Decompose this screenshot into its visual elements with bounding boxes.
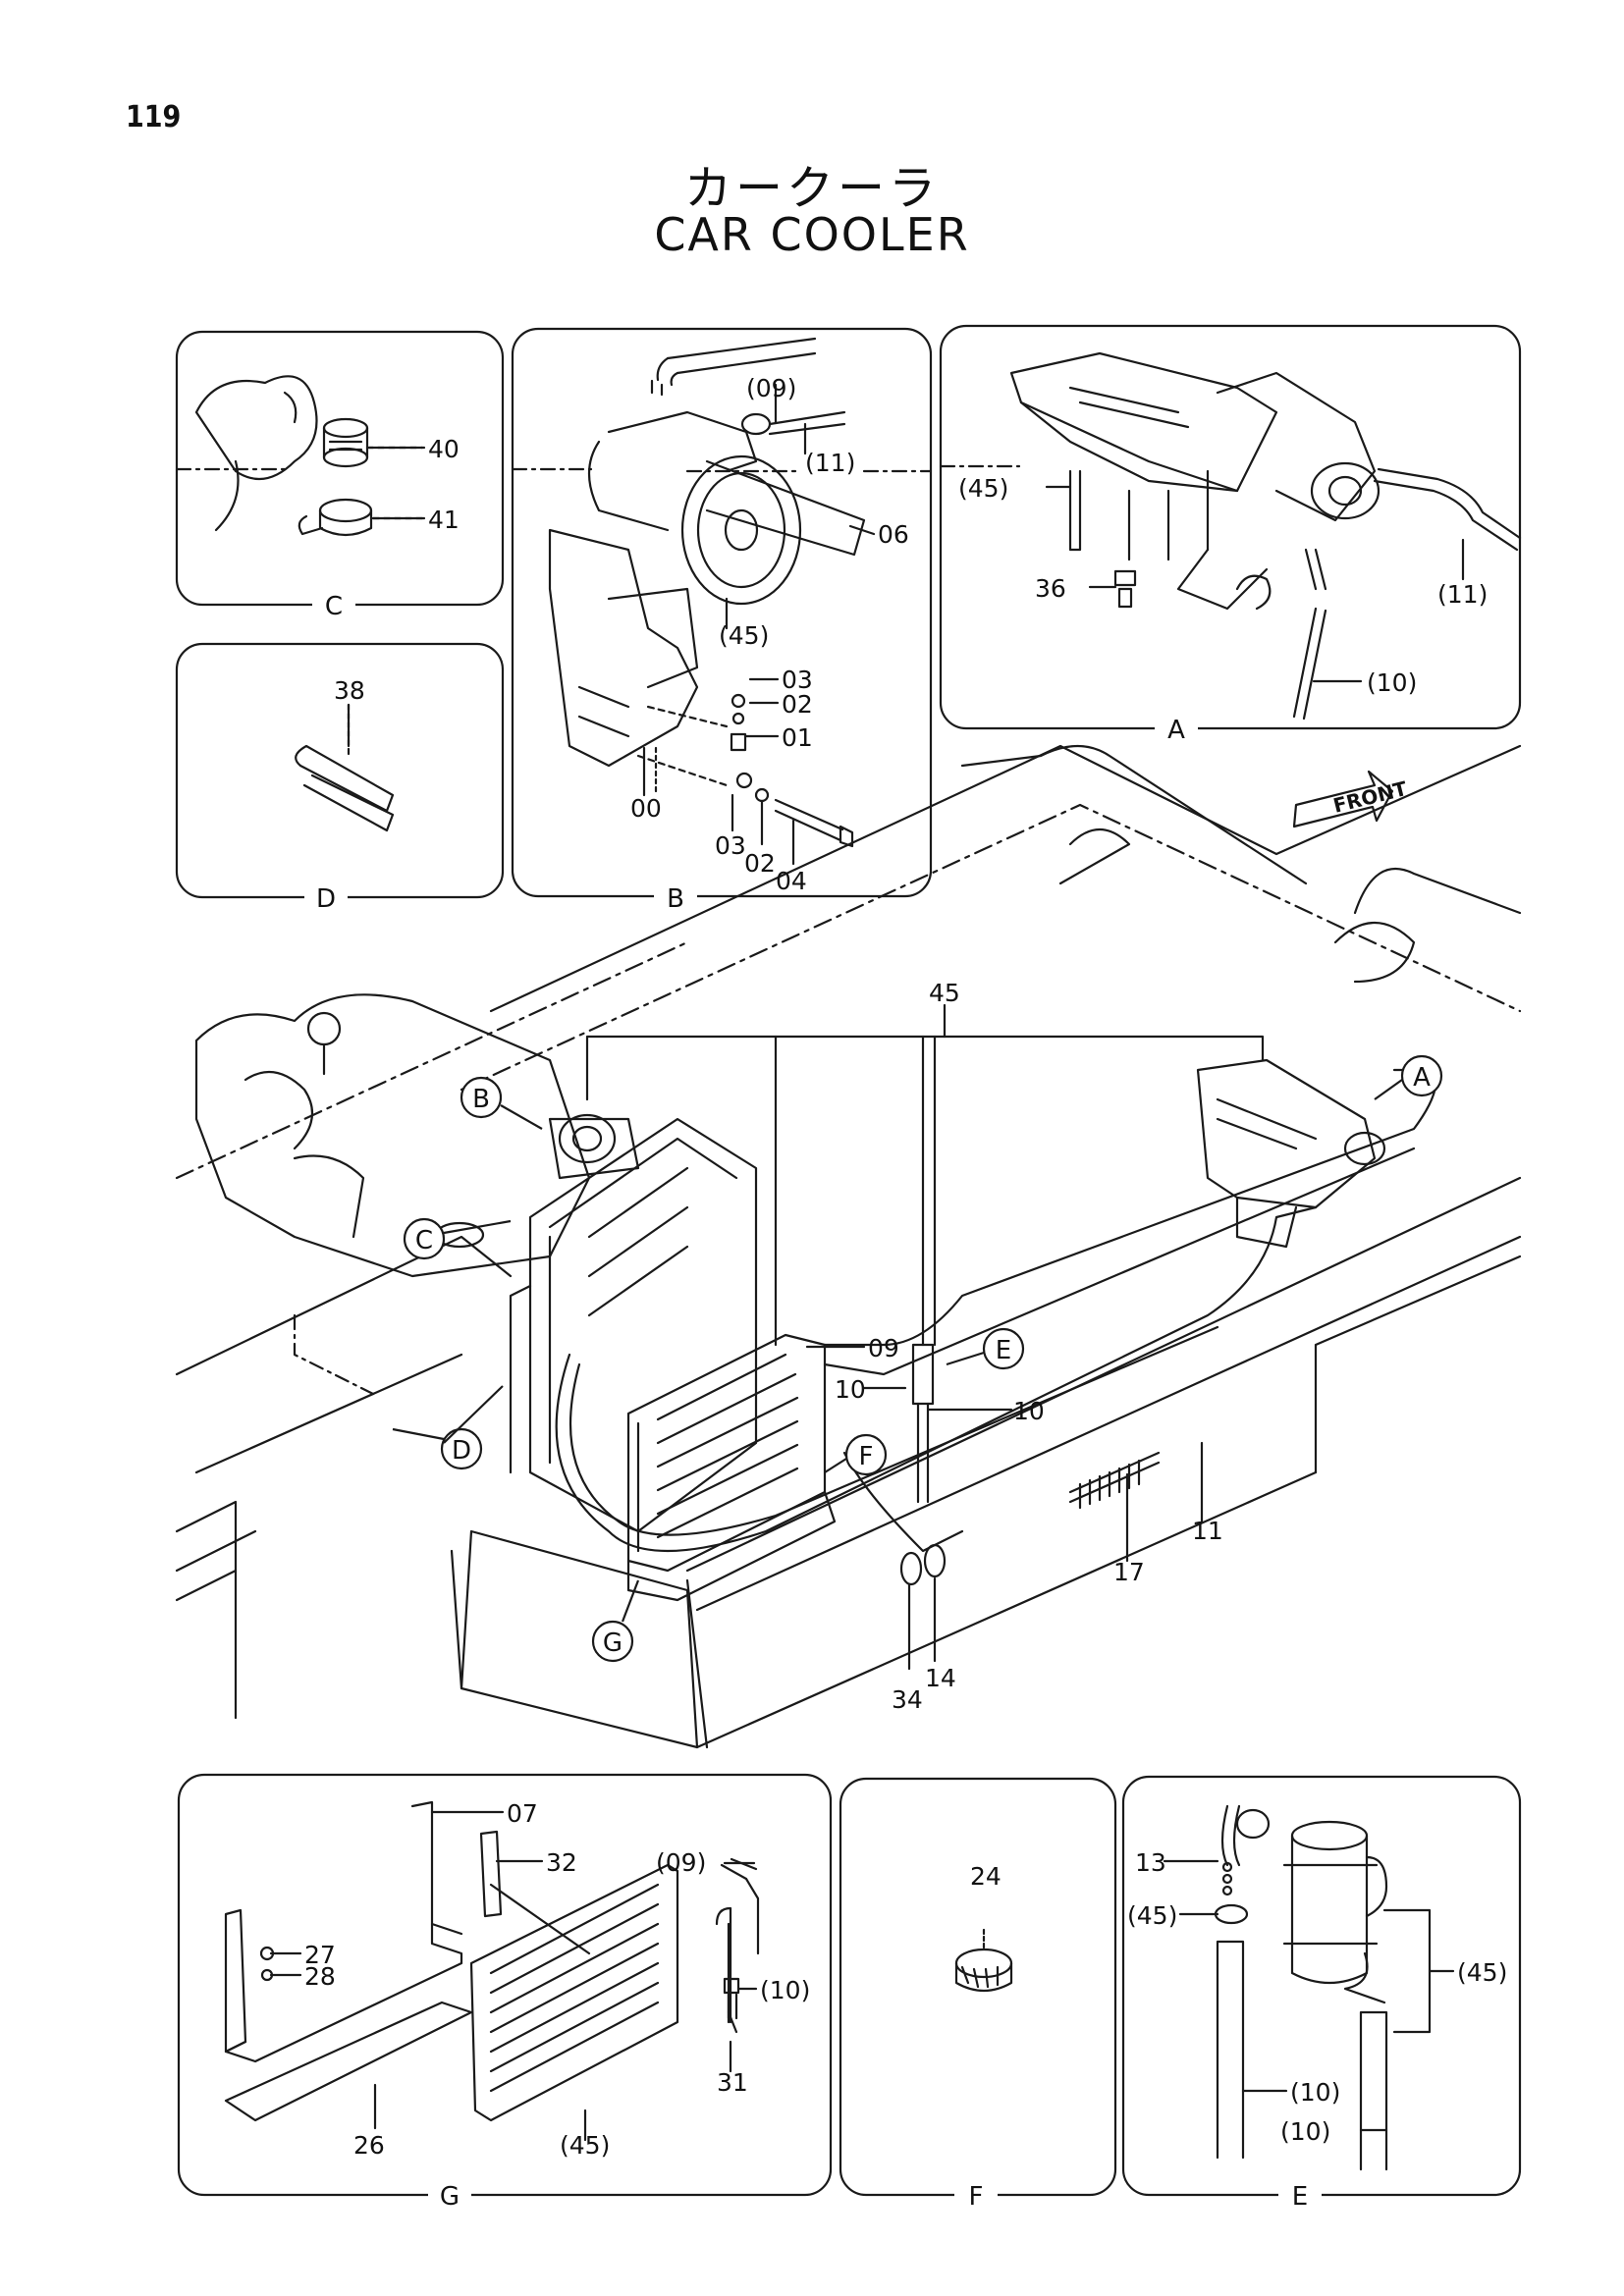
panel-b-label: B	[667, 884, 684, 914]
panel-labels: C D B A G F E	[316, 592, 1308, 2212]
part-label: (10)	[1367, 668, 1417, 697]
page-number: 119	[126, 100, 182, 134]
marker-d: D	[452, 1436, 471, 1466]
panel-e-drawing	[1214, 1804, 1432, 2171]
leader-lines	[269, 383, 1465, 2142]
part-label: (45)	[560, 2131, 610, 2160]
callout-label: 17	[1113, 1558, 1145, 1586]
part-label: 01	[782, 723, 813, 752]
part-label: (10)	[760, 1976, 810, 2004]
part-label: 04	[776, 867, 807, 895]
panel-g-label: G	[440, 2182, 460, 2212]
callout-label: 10	[835, 1375, 866, 1404]
part-label: (45)	[958, 474, 1008, 503]
part-label: (45)	[719, 621, 769, 650]
panel-g-frame	[177, 1773, 833, 2197]
part-label: 36	[1035, 574, 1066, 603]
part-label: 13	[1135, 1848, 1166, 1877]
part-label: (10)	[1280, 2117, 1330, 2146]
part-label: 03	[715, 831, 746, 860]
panel-e-label: E	[1292, 2182, 1308, 2212]
marker-e: E	[996, 1336, 1011, 1365]
callout-label: 14	[925, 1664, 956, 1692]
panel-g-drawing	[224, 1800, 760, 2122]
panel-c-drawing	[175, 375, 424, 537]
callout-label: 34	[892, 1685, 923, 1714]
callout-label: 11	[1192, 1517, 1223, 1545]
part-label: 06	[878, 520, 909, 549]
part-label: 00	[630, 794, 662, 823]
panel-b-drawing	[511, 337, 933, 848]
callout-label: 09	[868, 1334, 899, 1362]
part-label: (09)	[656, 1848, 706, 1877]
part-label: 26	[353, 2131, 385, 2160]
panel-a-label: A	[1167, 716, 1185, 745]
part-label: 31	[717, 2068, 748, 2097]
part-labels: 40 41 (09) (11) 06 (45) 03 02 01 00 03 0…	[304, 374, 1507, 2160]
panel-d-drawing	[295, 703, 395, 832]
part-label: (10)	[1290, 2078, 1340, 2107]
part-label: 02	[744, 849, 776, 878]
part-label: 03	[782, 666, 813, 694]
page-title-english: CAR COOLER	[654, 208, 970, 261]
part-label: 07	[507, 1799, 538, 1828]
marker-f: F	[859, 1442, 874, 1471]
part-label: 40	[428, 435, 460, 463]
panel-f-drawing	[954, 1928, 1013, 1993]
part-label: (45)	[1127, 1901, 1177, 1930]
callout-label: 45	[929, 979, 960, 1007]
part-label: 24	[970, 1862, 1001, 1891]
detail-markers	[403, 1054, 1443, 1663]
part-label: 41	[428, 506, 460, 534]
part-label: 38	[334, 676, 365, 705]
detail-marker-labels: A B C D E F G	[415, 1063, 1431, 1658]
part-label: (45)	[1457, 1958, 1507, 1987]
marker-g: G	[603, 1629, 623, 1658]
panel-d-label: D	[316, 884, 336, 914]
panel-b-frame	[511, 327, 933, 898]
part-label: 28	[304, 1962, 336, 1991]
part-label: (11)	[805, 449, 855, 477]
marker-c: C	[415, 1226, 433, 1255]
part-label: 02	[782, 690, 813, 719]
panel-f-label: F	[969, 2182, 984, 2212]
panel-a-drawing	[939, 351, 1522, 721]
page-title-japanese: カークーラ	[683, 161, 940, 216]
marker-a: A	[1413, 1063, 1431, 1093]
part-label: (11)	[1437, 580, 1488, 609]
callout-label: 10	[1013, 1397, 1045, 1425]
panel-a-frame	[939, 324, 1522, 730]
marker-b: B	[472, 1085, 490, 1114]
main-scene-drawing	[175, 744, 1522, 1749]
panel-c-label: C	[325, 592, 343, 621]
part-label: 32	[546, 1848, 577, 1877]
part-label: 27	[304, 1941, 336, 1969]
part-label: (09)	[746, 374, 796, 402]
